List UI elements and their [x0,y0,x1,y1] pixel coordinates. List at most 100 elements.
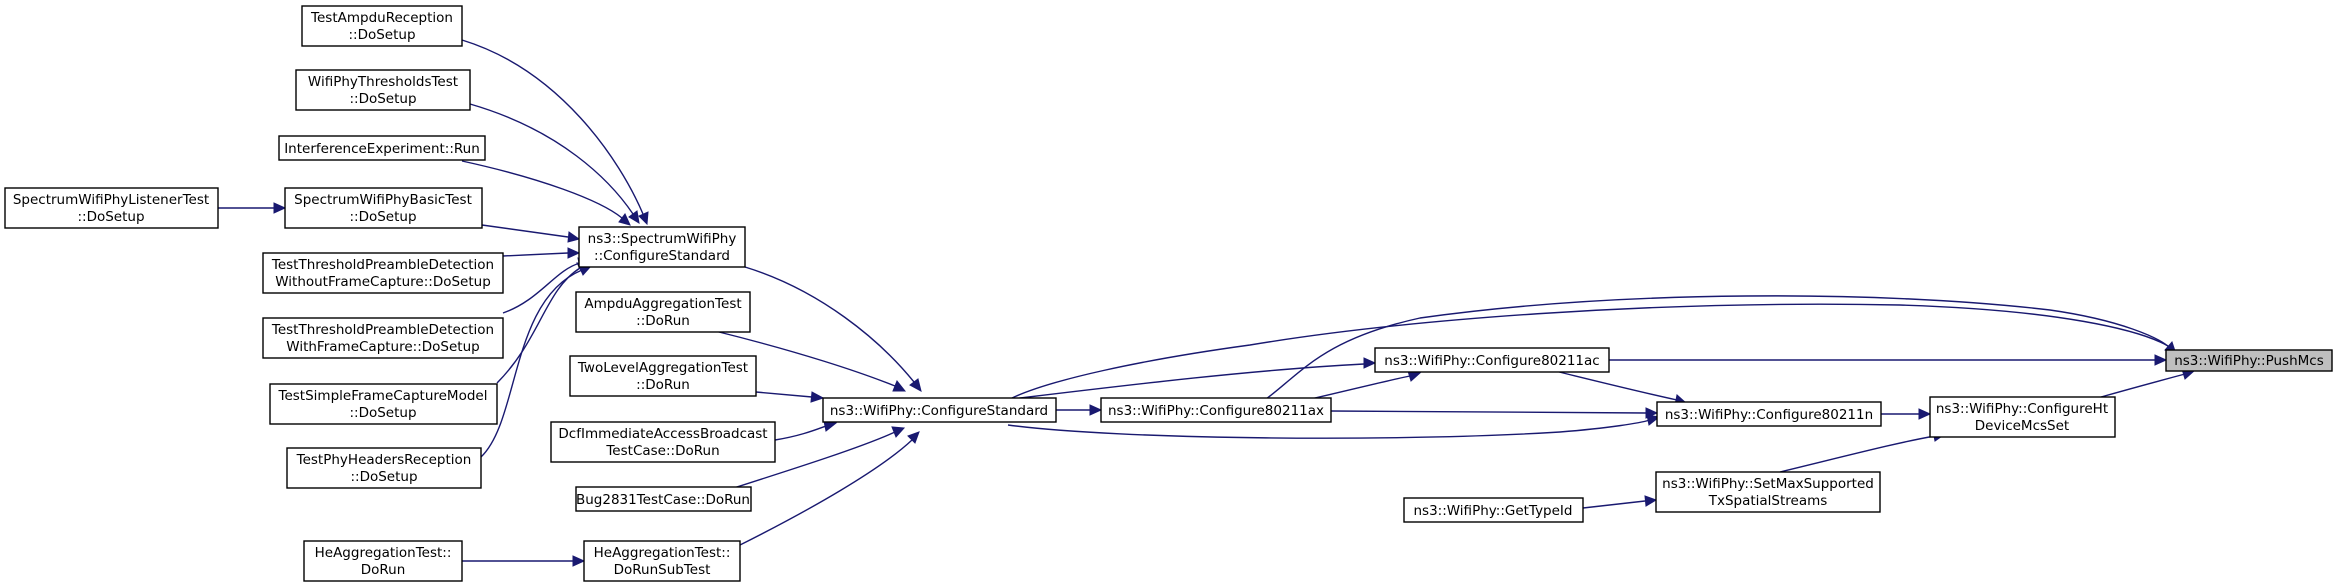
arrowhead [1918,408,1932,420]
arrowhead [638,211,649,226]
edge-spectrumconfigure-to-configurestandard [744,266,915,383]
node-dcfimmediateaccessbroadcast[interactable]: DcfImmediateAccessBroadcast TestCase::Do… [550,421,776,463]
node-interferenceexperiment-run[interactable]: InterferenceExperiment::Run [278,135,486,161]
arrowhead [1089,404,1103,416]
node-label: ns3::WifiPhy::ConfigureStandard [830,403,1048,419]
node-label-line-1: SpectrumWifiPhyListenerTest [13,192,209,208]
node-configure80211ax[interactable]: ns3::WifiPhy::Configure80211ax [1100,397,1332,423]
node-setmaxsupportedtxspatialstreams[interactable]: ns3::WifiPhy::SetMaxSupported TxSpatialS… [1655,471,1881,513]
node-label-line-1: TestAmpduReception [310,10,453,26]
node-label: ns3::WifiPhy::GetTypeId [1413,503,1572,519]
node-testampdureception[interactable]: TestAmpduReception ::DoSetup [301,5,463,47]
node-label-line-2: ::DoSetup [349,91,416,107]
node-label-line-2: ::DoSetup [349,405,416,421]
node-testphyheadersreception[interactable]: TestPhyHeadersReception ::DoSetup [286,447,482,489]
edge-preamblewith-to-spectrumconfigure [502,262,581,314]
node-label-line-1: TwoLevelAggregationTest [577,360,748,376]
arrowhead [567,247,581,259]
node-label-line-1: ns3::SpectrumWifiPhy [588,231,737,247]
edge-configure80211ax-to-pushmcs [1261,295,2171,403]
arrowhead [1646,414,1661,426]
arrowhead [891,426,906,438]
node-label: Bug2831TestCase::DoRun [576,492,750,508]
edge-configure80211ax-to-configure80211n [1330,410,1647,414]
edge-configurestandard-to-configure80211ac [1011,363,1365,400]
node-label-line-1: ns3::WifiPhy::ConfigureHt [1936,401,2108,417]
edge-configurestandard-to-pushmcs [1011,303,2169,399]
node-wifiphythresholdstest[interactable]: WifiPhyThresholdsTest ::DoSetup [295,69,471,111]
node-configurestandard[interactable]: ns3::WifiPhy::ConfigureStandard [822,397,1057,423]
arrowhead [2154,354,2168,366]
node-label-line-1: TestThresholdPreambleDetection [271,257,494,273]
edge-dcfimmediate-to-configurestandard [774,425,827,441]
node-configure80211n[interactable]: ns3::WifiPhy::Configure80211n [1656,401,1882,427]
arrowhead [628,210,640,224]
edges [218,39,2196,567]
edge-ampdureception-to-spectrumconfigure [461,39,644,215]
arrowhead [810,391,825,403]
node-label: InterferenceExperiment::Run [284,141,480,157]
node-ampduaggregationtest[interactable]: AmpduAggregationTest ::DoRun [575,291,751,333]
node-label-line-2: DoRunSubTest [614,562,711,578]
edge-configurehtdevicemcsset-to-pushmcs [2100,373,2186,398]
node-heaggregationtest-dorun[interactable]: HeAggregationTest:: DoRun [303,540,463,582]
edge-preamblewithout-to-spectrumconfigure [502,252,569,257]
node-label-line-1: WifiPhyThresholdsTest [308,74,458,90]
node-label-line-2: ::DoRun [636,313,690,329]
edge-twolevel-to-configurestandard [755,391,813,398]
node-label-line-1: HeAggregationTest:: [594,545,731,561]
edge-configurestandard-to-configure80211n [1007,419,1651,439]
nodes: ns3::WifiPhy::PushMcs ns3::WifiPhy::Conf… [4,5,2333,582]
node-spectrumwifiphybasictest[interactable]: SpectrumWifiPhyBasicTest ::DoSetup [284,187,483,229]
node-label-line-2: ::DoSetup [349,209,416,225]
node-label-line-2: ::DoSetup [77,209,144,225]
node-heaggregationtest-dorunsubtest[interactable]: HeAggregationTest:: DoRunSubTest [583,540,741,582]
node-label-line-2: WithFrameCapture::DoSetup [286,339,479,355]
node-label-line-2: DoRun [361,562,406,578]
arrowhead [907,431,920,444]
arrowhead [1644,495,1658,507]
edge-phyheaders-to-spectrumconfigure [480,269,583,458]
node-label-line-1: DcfImmediateAccessBroadcast [558,426,767,442]
edge-ampduaggregation-to-configurestandard [714,330,896,387]
node-label-line-2: DeviceMcsSet [1975,418,2069,434]
node-gettypeid[interactable]: ns3::WifiPhy::GetTypeId [1403,497,1584,523]
node-spectrumwifiphy-configurestandard[interactable]: ns3::SpectrumWifiPhy ::ConfigureStandard [578,226,746,268]
arrowhead [892,380,907,392]
edge-gettypeid-to-setmaxsupported [1582,500,1646,509]
arrowhead [572,555,586,567]
edge-bug2831-to-configurestandard [714,431,896,495]
edge-heaggsubtest-to-configurestandard [737,439,913,547]
node-label-line-1: TestPhyHeadersReception [296,452,472,468]
node-label-line-2: TxSpatialStreams [1708,493,1828,509]
node-label: ns3::WifiPhy::Configure80211ac [1384,353,1599,369]
node-label-line-1: ns3::WifiPhy::SetMaxSupported [1662,476,1874,492]
node-pushmcs[interactable]: ns3::WifiPhy::PushMcs [2165,349,2333,372]
edge-setmaxsupported-to-configurehtdevicemcsset [1779,435,1936,473]
arrowhead [909,378,922,392]
arrowhead [567,231,581,243]
node-bug2831testcase[interactable]: Bug2831TestCase::DoRun [575,486,752,512]
node-configure80211ac[interactable]: ns3::WifiPhy::Configure80211ac [1374,347,1610,373]
edge-configure80211ac-to-configure80211n [1554,370,1678,401]
node-testthresholdpreambledetection-withoutframecapture[interactable]: TestThresholdPreambleDetection WithoutFr… [262,252,504,294]
node-testthresholdpreambledetection-withframecapture[interactable]: TestThresholdPreambleDetection WithFrame… [262,317,504,359]
edge-thresholds-to-spectrumconfigure [469,103,634,215]
arrowhead [1363,357,1377,369]
node-spectrumwifiphylistenertest[interactable]: SpectrumWifiPhyListenerTest ::DoSetup [4,187,219,229]
node-configurehtdevicemcsset[interactable]: ns3::WifiPhy::ConfigureHt DeviceMcsSet [1929,396,2116,438]
node-label-line-1: TestSimpleFrameCaptureModel [278,388,488,404]
edge-simplecapture-to-spectrumconfigure [496,267,581,384]
node-label-line-2: WithoutFrameCapture::DoSetup [275,274,491,290]
node-label: ns3::WifiPhy::Configure80211n [1665,407,1873,423]
node-label-line-1: HeAggregationTest:: [315,545,452,561]
node-testsimpleframecapturemodel[interactable]: TestSimpleFrameCaptureModel ::DoSetup [269,383,498,425]
node-twolevelaggregationtest[interactable]: TwoLevelAggregationTest ::DoRun [569,355,757,397]
node-label-line-2: ::ConfigureStandard [594,248,730,264]
node-label-line-2: ::DoRun [636,377,690,393]
arrowhead [273,202,287,214]
edge-spectrumbasic-to-spectrumconfigure [481,224,569,238]
node-label-line-2: TestCase::DoRun [605,443,719,459]
node-label-line-2: ::DoSetup [348,27,415,43]
